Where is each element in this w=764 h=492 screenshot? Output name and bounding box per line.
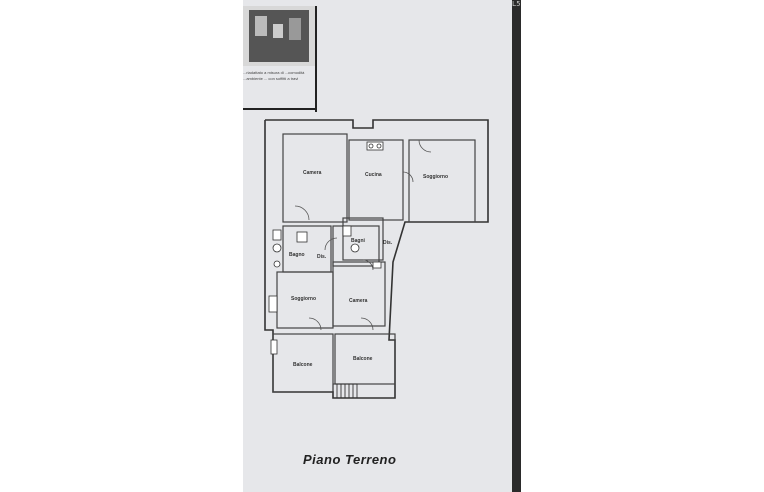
room-label-dis-2: Dis. [317,254,327,260]
room-label-cucina: Cucina [365,172,382,178]
screen-edge [512,0,521,492]
brochure-border [315,6,317,112]
room-label-bagni: Bagni [351,238,366,244]
room-label-bagno: Bagno [289,252,305,258]
door-swings [294,139,432,331]
interior-walls [272,133,476,393]
floor-caption: Piano Terreno [303,452,397,467]
outer-walls [264,119,489,399]
room-label-balcone-1: Balcone [293,362,313,368]
top-mark: L5 [512,0,521,8]
fixtures [268,141,384,355]
brochure-text: ...riadattato a misura di ...comodità ..… [243,70,305,81]
room-label-soggiorno-1: Soggiorno [423,174,448,180]
room-label-camera-2: Camera [349,298,368,304]
stairs [332,383,358,399]
room-label-dis-1: Dis. [383,240,393,246]
floor-plan-photo: Camera Cucina Soggiorno Bagni Dis. Bagno… [243,0,521,492]
room-label-soggiorno-2: Soggiorno [291,296,316,302]
floor-plan-drawing: Camera Cucina Soggiorno Bagni Dis. Bagno… [243,6,489,399]
room-label-balcone-2: Balcone [353,356,373,362]
room-label-camera-1: Camera [303,170,322,176]
